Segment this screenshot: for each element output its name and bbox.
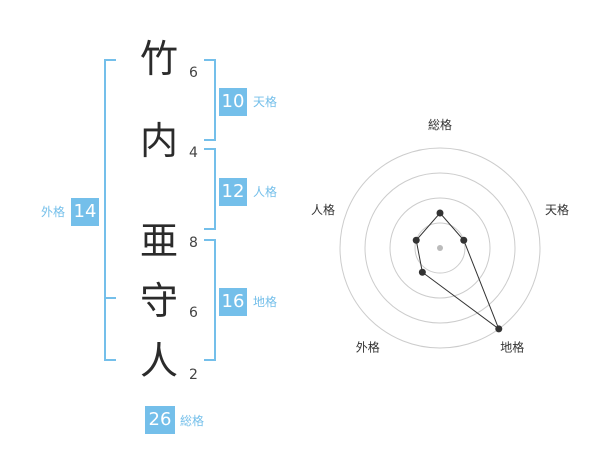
gaikaku-label: 外格 (41, 205, 66, 219)
kanji-3: 亜 (140, 219, 179, 263)
stroke-count-1: 6 (189, 65, 198, 81)
radar-point-1 (436, 209, 444, 217)
radar-axis-label-4: 外格 (356, 340, 380, 355)
gaikaku-bracket (104, 59, 116, 361)
radar-ring-1 (414, 222, 466, 274)
radar-point-2 (460, 236, 468, 244)
jinkaku-label: 人格 (253, 185, 278, 199)
kanji-4: 守 (140, 279, 179, 323)
radar-point-3 (495, 325, 503, 333)
radar-axis-label-2: 天格 (545, 202, 569, 217)
radar-center-dot (437, 245, 443, 251)
gaikaku-bracket-tick (106, 297, 116, 299)
kanji-1: 竹 (140, 37, 179, 81)
stroke-count-5: 2 (189, 367, 198, 383)
radar-series-polygon (415, 212, 500, 331)
stroke-count-4: 6 (189, 305, 198, 321)
jinkaku-value-badge: 12 (219, 178, 247, 206)
jinkaku-bracket (204, 148, 216, 230)
tenkaku-value-badge: 10 (219, 88, 247, 116)
chikaku-bracket (204, 239, 216, 361)
stroke-count-2: 4 (189, 145, 198, 161)
radar-ring-4 (339, 147, 541, 349)
radar-ring-3 (364, 172, 516, 324)
chikaku-value-badge: 16 (219, 288, 247, 316)
kanji-2: 内 (140, 119, 179, 163)
tenkaku-label: 天格 (253, 95, 278, 109)
gaikaku-value-badge: 14 (71, 198, 99, 226)
radar-axis-label-5: 人格 (311, 202, 335, 217)
radar-point-4 (418, 268, 426, 276)
radar-axis-label-1: 総格 (428, 117, 452, 132)
radar-point-5 (412, 236, 420, 244)
radar-axis-label-3: 地格 (500, 340, 524, 355)
tenkaku-bracket (204, 59, 216, 141)
kanji-5: 人 (140, 339, 179, 383)
chikaku-label: 地格 (253, 295, 278, 309)
stroke-count-3: 8 (189, 235, 198, 251)
radar-ring-2 (389, 197, 491, 299)
soukaku-value-badge: 26 (145, 406, 175, 434)
soukaku-label: 総格 (180, 414, 205, 428)
